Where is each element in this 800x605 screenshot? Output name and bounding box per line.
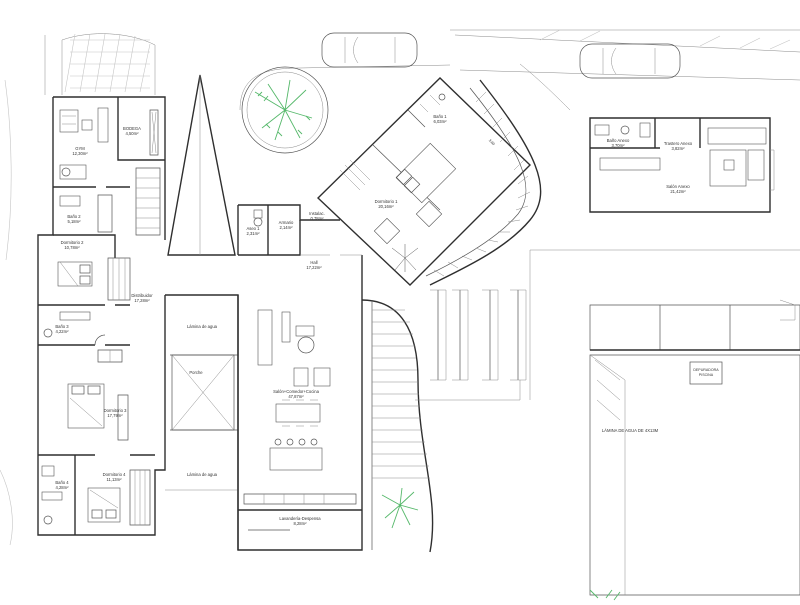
- room-area-trastero-anexo: 3,82m²: [671, 146, 685, 151]
- palm-tree-icon: [254, 79, 313, 141]
- pool-label: LÁMINA DE AGUA DE 4X13M: [602, 428, 659, 433]
- room-area-dorm1: 20,16m²: [378, 204, 394, 209]
- room-area-bano1: 6,03m²: [433, 119, 447, 124]
- coffee-table: [295, 325, 315, 354]
- room-name-gym: GYM: [75, 146, 85, 151]
- room-area-lavanderia: 8,28m²: [293, 521, 307, 526]
- master-bedroom-block: [316, 77, 531, 286]
- bathroom-fixtures: [41, 195, 91, 525]
- west-wing: [37, 96, 166, 536]
- room-name-bano4: Baño 4: [55, 480, 69, 485]
- living-block: [237, 204, 363, 551]
- room-name-porche: Porche: [189, 370, 203, 375]
- terrace-steps: [361, 289, 527, 553]
- room-name-lamina2: Lámina de agua: [187, 472, 218, 477]
- gym-equipment: [59, 107, 109, 180]
- dimension-dorm1: 3,60: [488, 138, 496, 146]
- skylight-triangle: [167, 74, 236, 256]
- room-name-dorm3: Dormitorio 3: [104, 408, 127, 413]
- room-name-bodega: BODEGA: [123, 126, 141, 131]
- room-area-hall: 17,22m²: [306, 265, 322, 270]
- room-area-bano-anexo: 3,70m²: [611, 143, 625, 148]
- room-name-salon-anexo: Salón Anexo: [666, 184, 690, 189]
- room-name-depuradora: DEPURADORA: [693, 368, 719, 372]
- room-area-bano4: 4,28m²: [55, 485, 69, 490]
- room-name-distribuidor: Distribuidor: [131, 293, 153, 298]
- room-name-armario: Armario: [279, 220, 294, 225]
- room-name-bano1: Baño 1: [433, 114, 447, 119]
- room-area-bano2: 5,18m²: [67, 219, 81, 224]
- room-name-bano2: Baño 2: [67, 214, 81, 219]
- room-name-dorm4: Dormitorio 4: [103, 472, 126, 477]
- room-name-salon: Salón+Comedor+Cocina: [273, 389, 320, 394]
- room-area-dorm3: 17,79m²: [107, 413, 123, 418]
- car-icon: [321, 32, 418, 68]
- room-area-salon: 47,87m²: [288, 394, 304, 399]
- planter-circle: [241, 66, 329, 154]
- curved-pergola: [425, 79, 542, 286]
- pool-area: [529, 249, 800, 601]
- room-name-trastero-anexo: Trastero Anexo: [664, 141, 693, 146]
- central-courtyard: [165, 294, 239, 550]
- room-name-bano3: Baño 3: [55, 324, 69, 329]
- room-name-bano-anexo: Baño Anexo: [607, 138, 630, 143]
- room-area-salon-anexo: 21,42m²: [670, 189, 686, 194]
- plant-icon: [391, 244, 419, 272]
- bed-icon: [87, 487, 121, 523]
- dining-table: [275, 399, 321, 427]
- room-area-gym: 12,30m²: [72, 151, 88, 156]
- annex-block: [589, 117, 775, 213]
- room-area-armario: 2,14m²: [279, 225, 293, 230]
- bed-icon: [57, 261, 93, 287]
- room-name-dorm1: Dormitorio 1: [375, 199, 398, 204]
- sofa-icon: [257, 309, 291, 366]
- room-name-instalac: Instalac.: [309, 211, 325, 216]
- room-name-dorm2: Dormitorio 2: [61, 240, 84, 245]
- room-name-lamina1: Lámina de agua: [187, 324, 218, 329]
- room-area-aseo: 2,31m²: [246, 231, 260, 236]
- armchair-icon: [293, 367, 331, 387]
- room-sub-depuradora: PISCINA: [699, 373, 714, 377]
- car-icon: [579, 43, 681, 79]
- bed-icon: [67, 383, 105, 429]
- room-area-dorm4: 11,13m²: [106, 477, 122, 482]
- room-area-instalac: 0,78m²: [310, 216, 324, 221]
- room-labels: GYM 12,30m² BODEGA 4,50m² Baño 2 5,18m² …: [55, 114, 719, 526]
- room-name-lavanderia: Lavandería-Despensa: [279, 516, 321, 521]
- room-area-dorm2: 10,78m²: [64, 245, 80, 250]
- room-area-bano3: 4,22m²: [55, 329, 69, 334]
- palm-tree-icon: [381, 487, 419, 529]
- kitchen-island: [269, 438, 323, 471]
- toilet-icon: [253, 209, 263, 227]
- room-name-hall: Hall: [310, 260, 317, 265]
- room-area-distribuidor: 17,28m²: [134, 298, 150, 303]
- room-area-bodega: 4,50m²: [125, 131, 139, 136]
- site-context: [0, 29, 800, 546]
- room-name-aseo: Aseo 1: [246, 226, 260, 231]
